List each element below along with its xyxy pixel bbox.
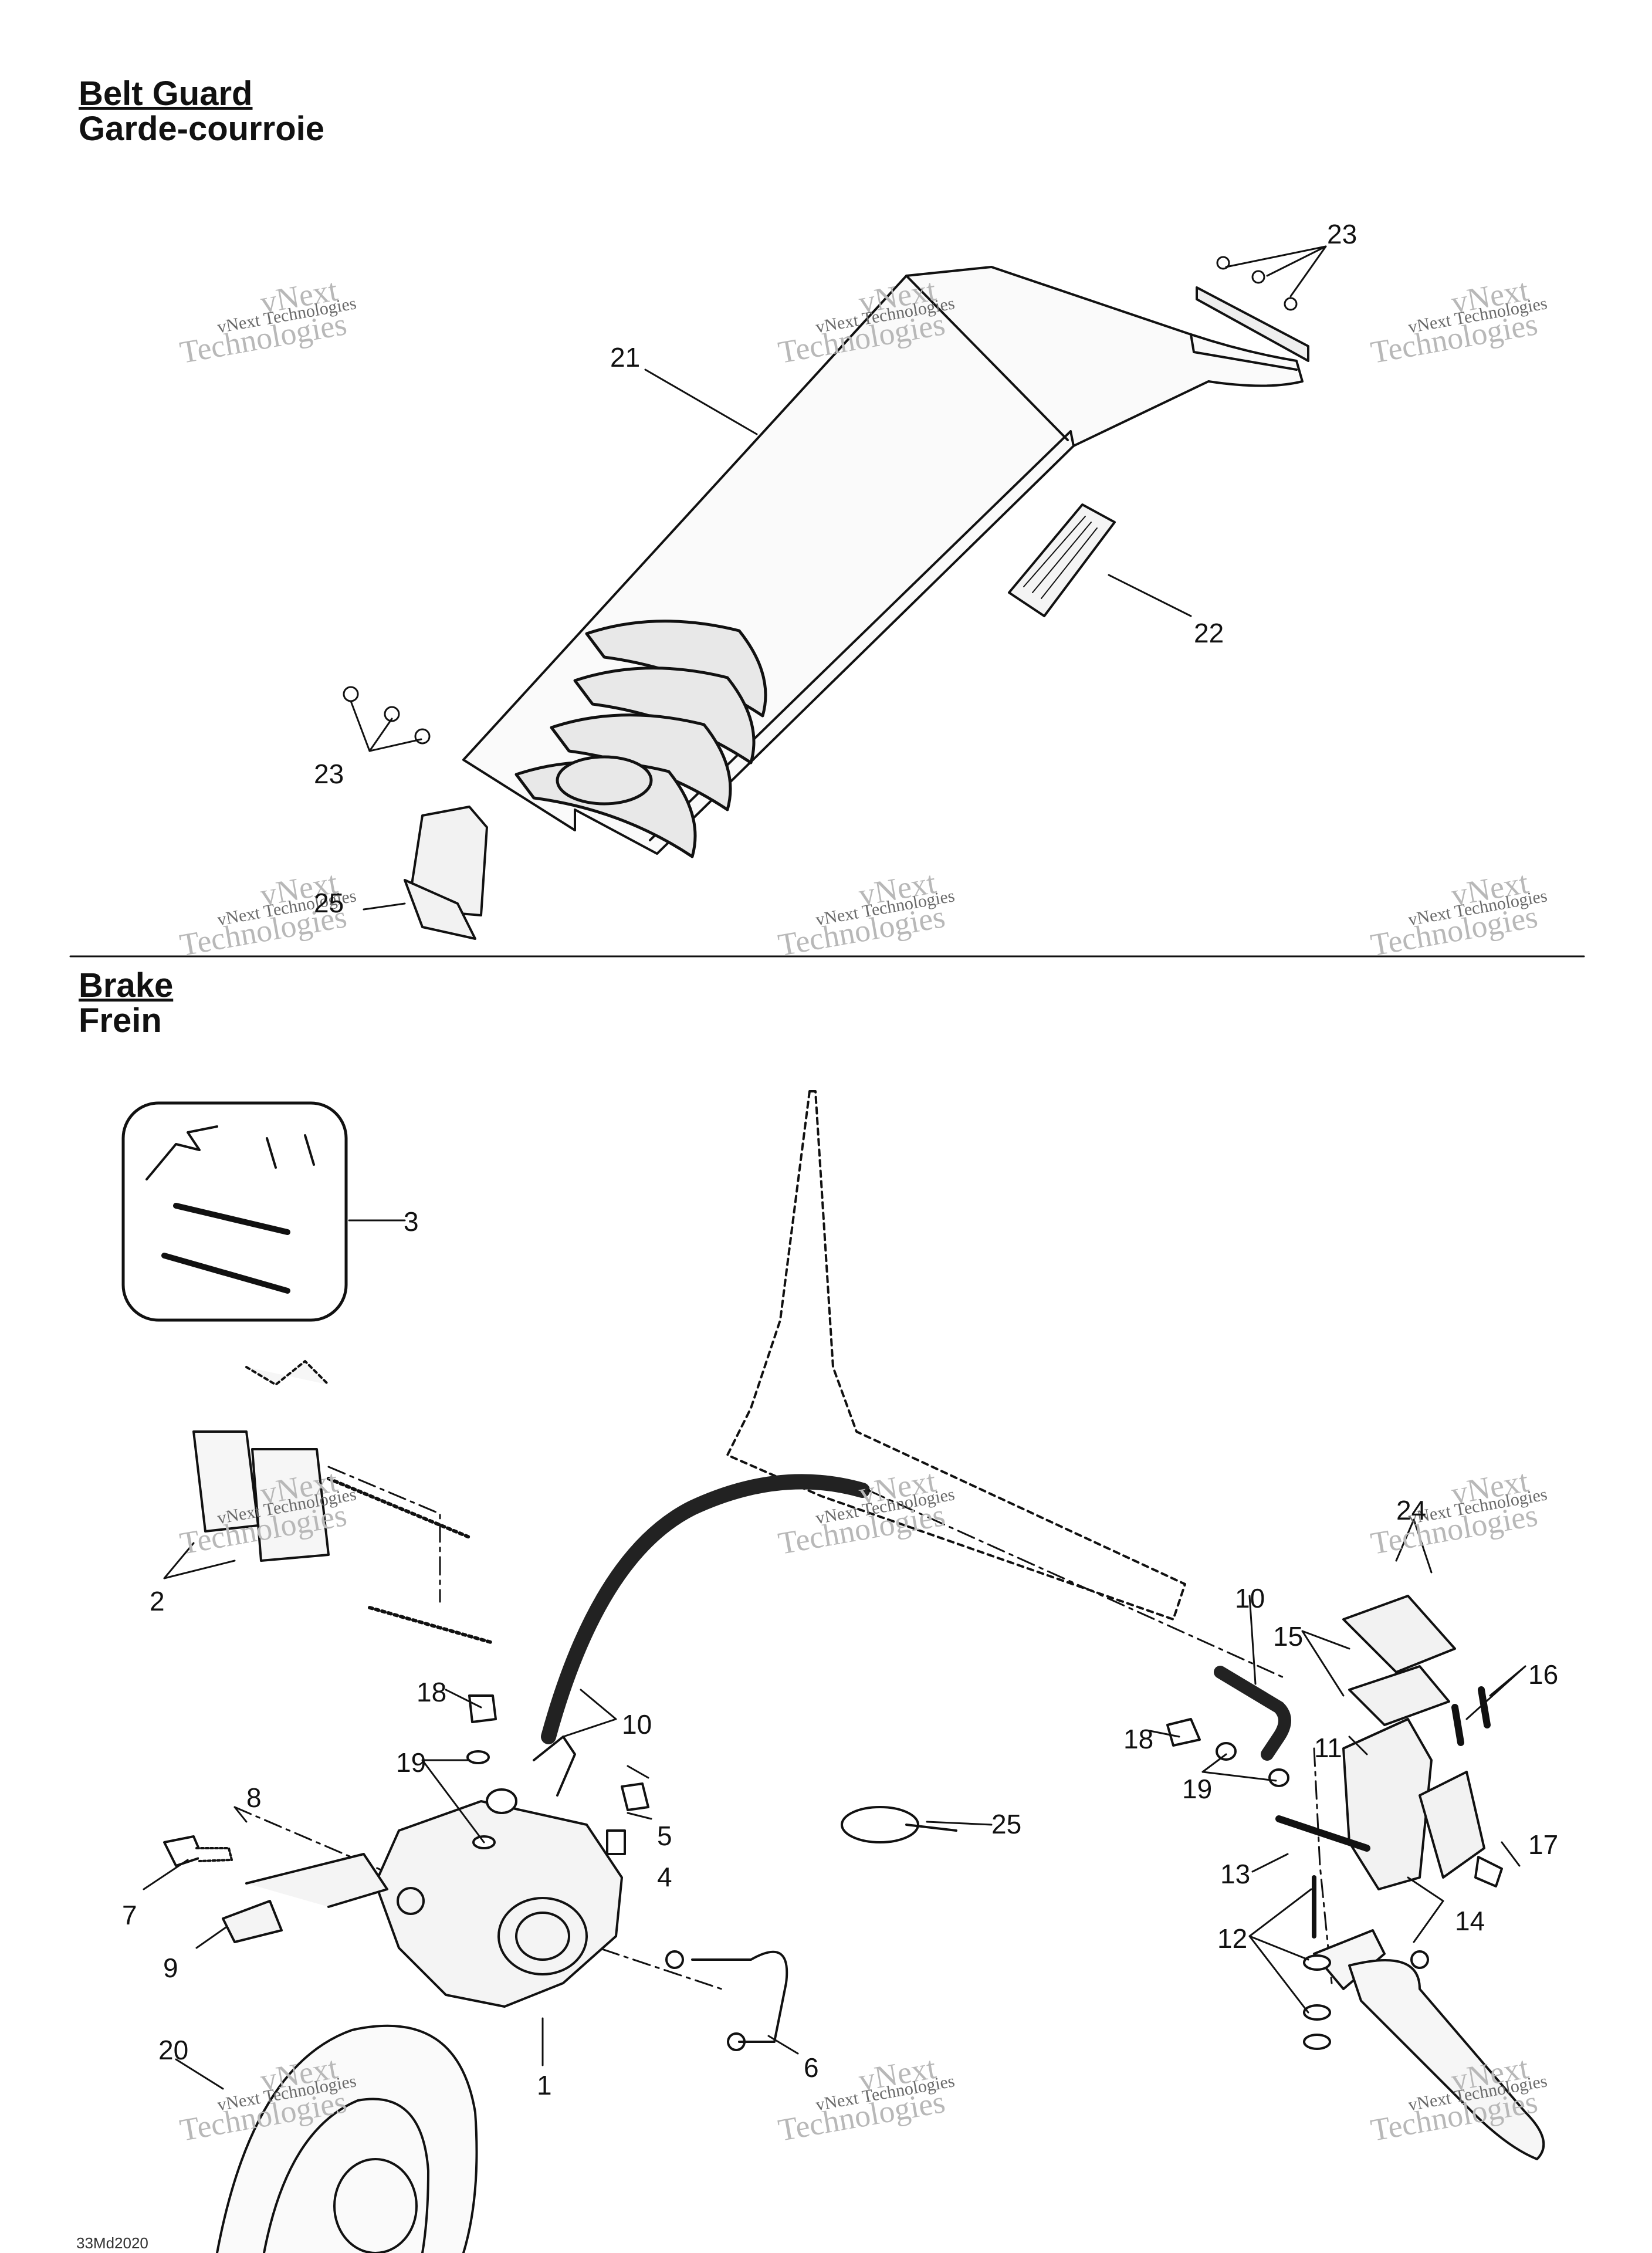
callout-20: 20 bbox=[158, 2035, 188, 2065]
brake-pads bbox=[192, 1360, 330, 1562]
callout-18-left: 18 bbox=[417, 1677, 446, 1707]
callout-21: 21 bbox=[610, 342, 640, 373]
callout-11: 11 bbox=[1314, 1733, 1342, 1763]
brake-line bbox=[665, 1950, 788, 2051]
callout-6: 6 bbox=[804, 2052, 819, 2083]
tool-kit-box bbox=[121, 1101, 348, 1322]
callout-7: 7 bbox=[122, 1900, 137, 1930]
belt-guard-vents bbox=[514, 620, 767, 858]
callout-10-left: 10 bbox=[622, 1709, 652, 1740]
brake-caliper bbox=[374, 1800, 623, 2008]
watermark-6: vNext Technologies vNext Technologies bbox=[1368, 865, 1549, 963]
callout-19-left: 19 bbox=[396, 1747, 426, 1778]
brake-lever bbox=[1313, 1929, 1545, 2160]
watermark-1: vNext Technologies vNext Technologies bbox=[177, 272, 358, 370]
master-cylinder bbox=[1275, 1595, 1491, 1890]
watermark-3: vNext Technologies vNext Technologies bbox=[1368, 272, 1549, 370]
callout-24: 24 bbox=[1396, 1495, 1426, 1525]
watermark-10: vNext Technologies vNext Technologies bbox=[177, 2050, 358, 2148]
caliper-bolt bbox=[163, 1835, 233, 1867]
watermark-11: vNext Technologies vNext Technologies bbox=[776, 2050, 956, 2148]
watermark-5: vNext Technologies vNext Technologies bbox=[776, 865, 956, 963]
brake-hose bbox=[541, 1474, 870, 1744]
caliper-bracket bbox=[222, 1853, 388, 1943]
callout-12: 12 bbox=[1217, 1923, 1247, 1954]
belt-guard-title-fr: Garde-courroie bbox=[79, 110, 324, 148]
belt-guard-title: Belt Guard Garde-courroie bbox=[79, 76, 324, 147]
belt-guard-callouts: 21 22 23 23 25 bbox=[314, 219, 1357, 918]
callout-23-top: 23 bbox=[1327, 219, 1357, 249]
callout-leaders bbox=[143, 245, 1526, 2090]
lever-hardware bbox=[1303, 1875, 1429, 2050]
callout-5: 5 bbox=[657, 1821, 672, 1851]
brake-title-en: Brake bbox=[79, 966, 174, 1004]
callout-17: 17 bbox=[1528, 1829, 1558, 1860]
belt-guard-bracket bbox=[404, 806, 488, 940]
diagram-code: 33Md2020 bbox=[76, 2234, 148, 2252]
callout-23-left: 23 bbox=[314, 759, 344, 789]
callout-3: 3 bbox=[404, 1206, 419, 1237]
callout-25-belt: 25 bbox=[314, 888, 344, 918]
callout-9: 9 bbox=[163, 1953, 178, 1983]
belt-guard-title-en: Belt Guard bbox=[79, 75, 253, 113]
callout-2: 2 bbox=[150, 1586, 165, 1616]
brake-callouts: 1 2 3 4 5 6 7 8 9 10 10 11 12 13 14 15 1… bbox=[122, 1206, 1558, 2100]
belt-guard-cover bbox=[404, 266, 1309, 940]
callout-8: 8 bbox=[246, 1782, 262, 1813]
cable-tie bbox=[841, 1806, 957, 1843]
handlebar-outline bbox=[726, 1090, 1186, 1621]
callout-13: 13 bbox=[1220, 1859, 1250, 1889]
hose-fittings bbox=[1166, 1718, 1503, 1887]
callout-1: 1 bbox=[537, 2070, 552, 2100]
callout-25-brake: 25 bbox=[991, 1809, 1021, 1839]
callout-18-right: 18 bbox=[1123, 1724, 1153, 1754]
callout-19-right: 19 bbox=[1182, 1774, 1212, 1804]
brake-disc bbox=[216, 2024, 478, 2253]
callout-10-right: 10 bbox=[1235, 1583, 1265, 1613]
callout-4: 4 bbox=[657, 1862, 672, 1892]
brake-title: Brake Frein bbox=[79, 968, 173, 1038]
belt-guard-nuts bbox=[343, 256, 1298, 745]
pad-pins bbox=[327, 1477, 495, 1645]
brake-title-fr: Frein bbox=[79, 1002, 162, 1040]
callout-14: 14 bbox=[1455, 1906, 1485, 1936]
warning-label bbox=[1008, 503, 1116, 617]
watermark-9: vNext Technologies vNext Technologies bbox=[1368, 1463, 1549, 1561]
callout-16: 16 bbox=[1528, 1659, 1558, 1690]
callout-22: 22 bbox=[1194, 618, 1224, 648]
callout-15: 15 bbox=[1273, 1621, 1303, 1652]
bleeder-parts bbox=[466, 1694, 649, 1855]
